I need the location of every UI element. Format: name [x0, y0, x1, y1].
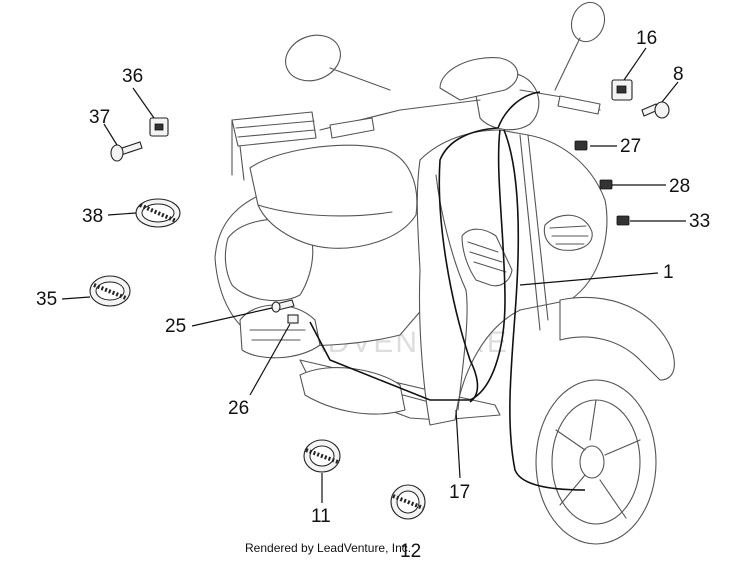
- part-37-screw: [110, 141, 143, 162]
- callout-11: 11: [311, 506, 331, 527]
- part-12-hose-clamp: [390, 484, 426, 520]
- callout-33: 33: [689, 211, 710, 232]
- callout-37: 37: [89, 107, 110, 128]
- scooter-illustration: [214, 1, 675, 545]
- callout-8: 8: [673, 64, 684, 85]
- part-38-hose-clamp: [135, 198, 181, 228]
- part-26-nut: [287, 314, 299, 324]
- callout-38: 38: [82, 206, 103, 227]
- callout-17: 17: [449, 482, 470, 503]
- callout-25: 25: [165, 316, 186, 337]
- part-16-clip-nut: [611, 79, 633, 101]
- part-27-clip: [574, 140, 588, 151]
- part-36-clip-nut: [149, 117, 169, 137]
- callout-12: 12: [400, 541, 421, 562]
- part-25-screw: [271, 299, 295, 313]
- callout-16: 16: [636, 28, 657, 49]
- part-8-screw: [641, 101, 670, 119]
- callout-35: 35: [36, 289, 57, 310]
- rendered-by-footer: Rendered by LeadVenture, Inc.: [245, 541, 412, 555]
- callout-36: 36: [122, 66, 143, 87]
- callout-1: 1: [663, 262, 674, 283]
- callout-labels: 36 37 38 35 16 8 27 28 33 1 25 26 11 17 …: [36, 28, 710, 562]
- callout-28: 28: [669, 176, 690, 197]
- leader-lines: [61, 47, 686, 503]
- callout-27: 27: [620, 136, 641, 157]
- part-35-hose-clamp: [89, 275, 131, 307]
- cables: [309, 91, 586, 491]
- part-28-clip: [599, 179, 613, 190]
- part-11-hose-clamp: [303, 439, 341, 473]
- part-33-clip: [616, 215, 630, 226]
- callout-26: 26: [228, 398, 249, 419]
